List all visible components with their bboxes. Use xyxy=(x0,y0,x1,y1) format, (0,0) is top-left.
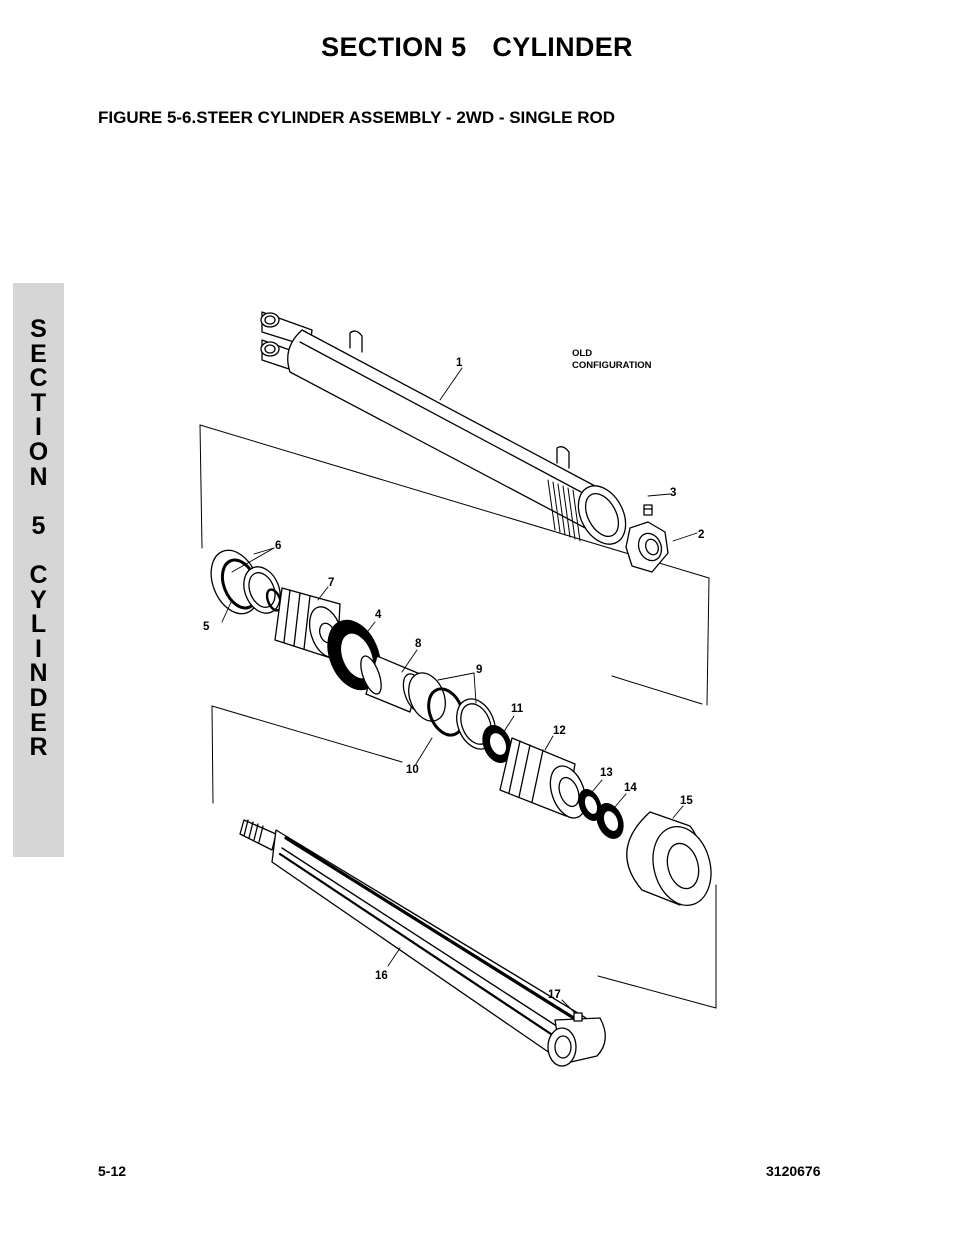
tab-letter: R xyxy=(29,733,48,762)
cylinder-barrel xyxy=(260,311,627,545)
tab-letter: E xyxy=(30,339,47,368)
callout-1: 1 xyxy=(456,357,463,369)
callout-14: 14 xyxy=(624,782,637,794)
section-title: SECTION 5 CYLINDER xyxy=(0,32,954,63)
tab-letter: N xyxy=(29,659,48,688)
callout-9: 9 xyxy=(476,664,482,676)
leader-lines xyxy=(221,367,698,1014)
section-label: SECTION 5 xyxy=(321,32,467,62)
gland-cap xyxy=(626,811,712,906)
callout-16: 16 xyxy=(375,970,388,982)
callout-12: 12 xyxy=(553,725,566,737)
tab-letter: E xyxy=(30,708,47,737)
wiper-seals xyxy=(578,789,624,839)
callout-labels: 1 2 3 4 5 6 7 8 9 10 11 12 13 14 15 16 1… xyxy=(203,357,704,1001)
callout-11: 11 xyxy=(511,703,524,715)
tab-letter: Y xyxy=(30,585,47,614)
callout-8: 8 xyxy=(415,638,422,650)
configuration-note: OLD CONFIGURATION xyxy=(572,348,652,371)
explode-plane-upper xyxy=(199,424,710,706)
callout-2: 2 xyxy=(698,529,704,541)
callout-5: 5 xyxy=(203,621,210,633)
head-nut xyxy=(625,504,669,573)
end-seal-rings xyxy=(210,549,283,615)
figure-title: FIGURE 5-6.STEER CYLINDER ASSEMBLY - 2WD… xyxy=(98,108,615,127)
tab-letter: N xyxy=(29,462,48,491)
callout-15: 15 xyxy=(680,795,693,807)
tab-letter: I xyxy=(35,413,42,442)
tab-letter: O xyxy=(28,437,49,466)
page-number: 5-12 xyxy=(98,1163,127,1179)
side-tab-letters: S E C T I O N 5 C Y L I N D E R xyxy=(13,317,64,760)
callout-13: 13 xyxy=(600,767,613,779)
tab-letter: C xyxy=(29,560,48,589)
piston-rod xyxy=(239,819,587,1061)
tab-letter: 5 xyxy=(31,511,46,540)
tab-letter: T xyxy=(30,388,47,417)
tab-letter: S xyxy=(30,315,47,343)
callout-7: 7 xyxy=(328,577,334,589)
callout-4: 4 xyxy=(375,609,382,621)
section-name: CYLINDER xyxy=(492,32,633,62)
note-line-old: OLD xyxy=(572,348,592,359)
cylinder-head xyxy=(499,737,587,819)
callout-6: 6 xyxy=(275,540,281,552)
callout-10: 10 xyxy=(406,764,419,776)
barrel-threads xyxy=(547,479,581,542)
section-side-tab[interactable]: S E C T I O N 5 C Y L I N D E R xyxy=(13,283,64,857)
explode-plane-lower xyxy=(211,705,717,1009)
callout-17: 17 xyxy=(548,989,561,1001)
tab-letter: I xyxy=(35,634,42,663)
rod-seal xyxy=(482,725,512,763)
document-number: 3120676 xyxy=(766,1163,821,1179)
tab-letter: L xyxy=(30,610,47,639)
callout-3: 3 xyxy=(670,487,676,499)
rod-eye xyxy=(547,1012,606,1067)
tab-letter: C xyxy=(29,364,48,393)
tab-letter: D xyxy=(29,683,48,712)
note-line-configuration: CONFIGURATION xyxy=(572,360,652,371)
